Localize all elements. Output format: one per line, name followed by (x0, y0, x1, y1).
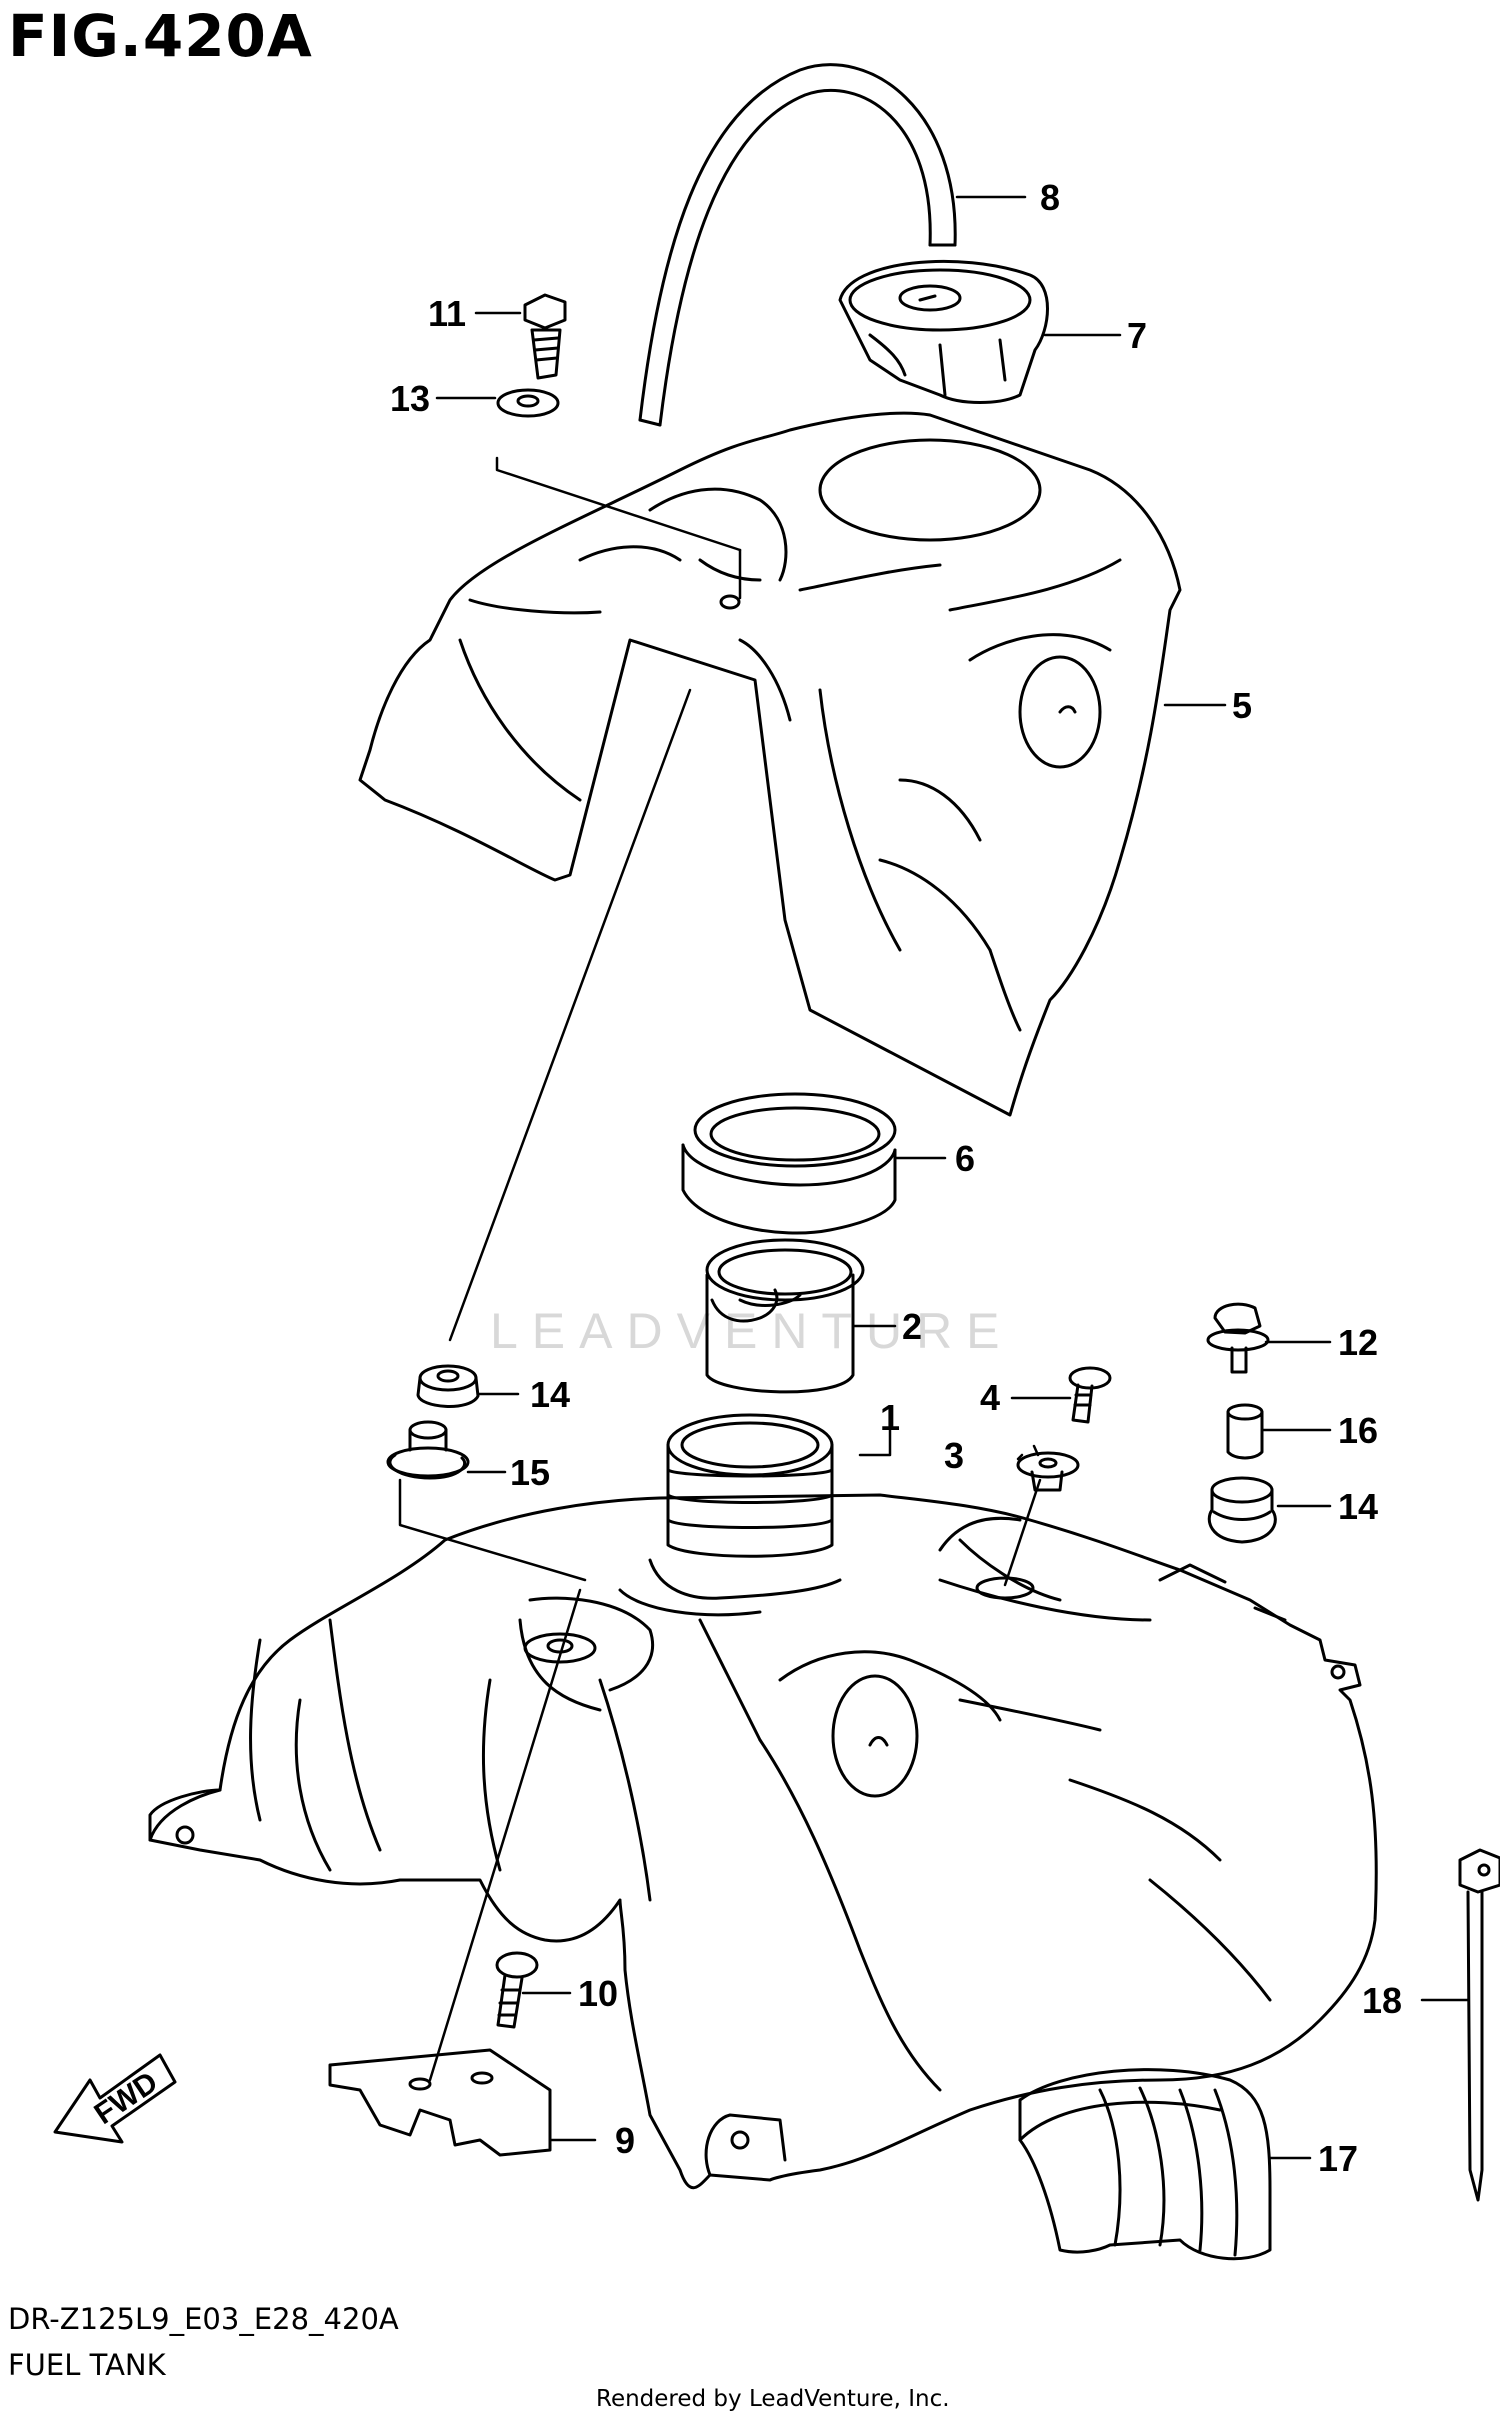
assembly-lines (398, 456, 1042, 2082)
fuel-cap (838, 259, 1049, 404)
bolt-right (1206, 1302, 1270, 1374)
grommet-left (416, 1364, 480, 1408)
callout-5: 5 (1232, 685, 1252, 726)
grommet-right (1207, 1476, 1277, 1544)
render-credit: Rendered by LeadVenture, Inc. (596, 2386, 950, 2412)
callout-8: 8 (1040, 177, 1060, 218)
callout-14-right: 14 (1338, 1486, 1378, 1527)
callout-3: 3 (944, 1435, 964, 1476)
screw-bottom (495, 1951, 539, 2029)
collar (1226, 1403, 1264, 1460)
callout-13: 13 (390, 378, 430, 419)
collar-left (386, 1420, 470, 1480)
filler-neck (705, 1238, 865, 1394)
callout-7: 7 (1127, 315, 1147, 356)
forward-label: FWD (89, 2066, 164, 2132)
callout-4: 4 (980, 1377, 1000, 1418)
figure-name: FUEL TANK (8, 2348, 166, 2382)
cable-tie (1458, 1848, 1500, 2202)
fuel-tank (148, 1413, 1378, 2189)
valve-grommet (1016, 1451, 1080, 1492)
rubber-sleeve (1018, 2068, 1272, 2261)
callout-11: 11 (428, 293, 466, 334)
tank-cover (358, 411, 1182, 1117)
screw-right (1068, 1366, 1112, 1424)
callout-16: 16 (1338, 1410, 1378, 1451)
leader-lines (435, 195, 1470, 2160)
figure-title: FIG.420A (8, 2, 313, 70)
callout-15: 15 (510, 1452, 550, 1493)
bracket (328, 2048, 552, 2157)
breather-hose (638, 63, 957, 427)
callout-10: 10 (578, 1973, 618, 2014)
callout-9: 9 (615, 2120, 635, 2161)
callout-17: 17 (1318, 2138, 1358, 2179)
seal-ring (681, 1092, 897, 1235)
watermark: LEADVENTURE (490, 1303, 1014, 1359)
forward-arrow-icon (53, 2053, 177, 2144)
callout-1: 1 (880, 1397, 900, 1438)
callout-2: 2 (902, 1306, 922, 1347)
washer-top (496, 388, 560, 418)
model-code: DR-Z125L9_E03_E28_420A (8, 2302, 399, 2336)
callout-18: 18 (1362, 1980, 1402, 2021)
bolt-top (523, 293, 567, 380)
callout-6: 6 (955, 1138, 975, 1179)
callout-14-left: 14 (530, 1374, 570, 1415)
callout-12: 12 (1338, 1322, 1378, 1363)
